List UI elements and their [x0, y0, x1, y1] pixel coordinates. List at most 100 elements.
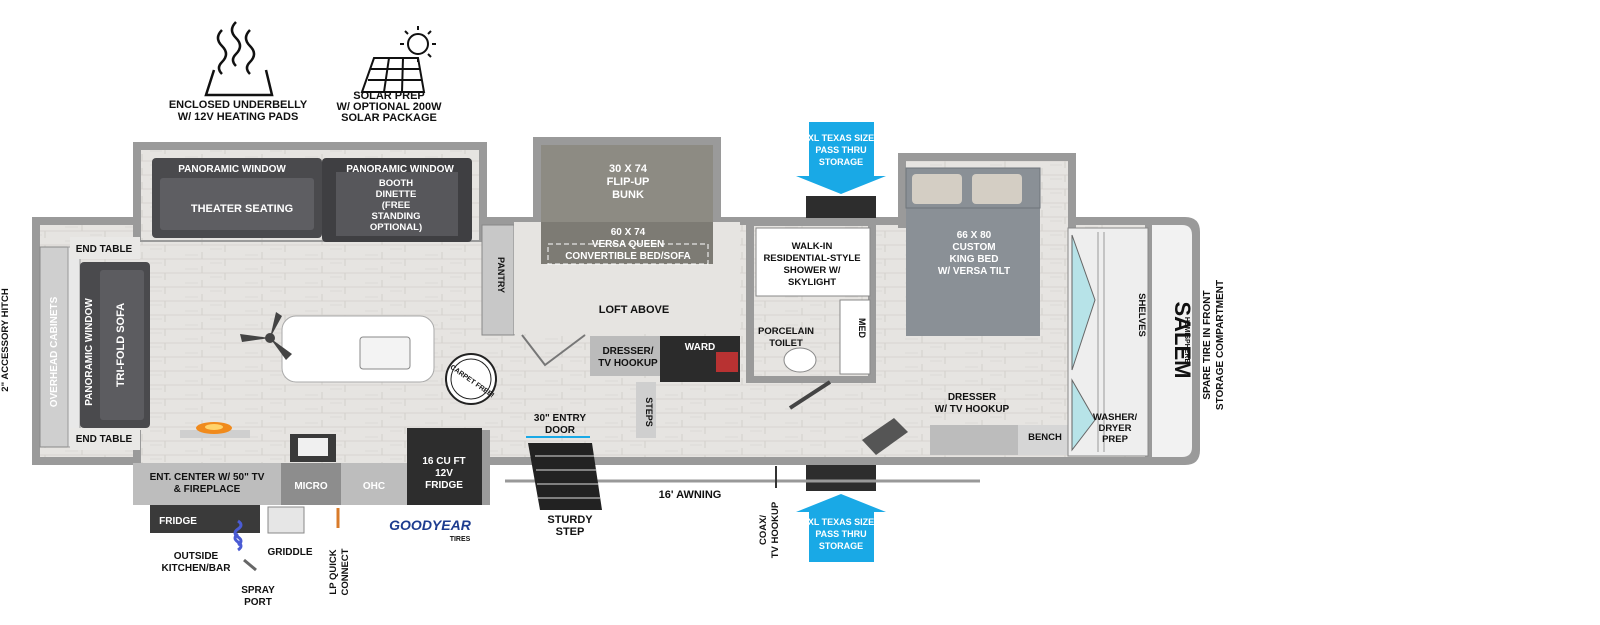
ent-center: [133, 463, 281, 505]
toilet-label-2: TOILET: [769, 338, 803, 349]
storage-door-bottom: [806, 465, 876, 491]
shower-label-2: RESIDENTIAL-STYLE: [763, 253, 860, 264]
storage-bottom-label-3: STORAGE: [819, 541, 863, 551]
versa-queen-bed: [514, 222, 740, 334]
king-bed-label-4: W/ VERSA TILT: [938, 266, 1010, 277]
brand-sub: HEMISPHERE: [1183, 317, 1190, 364]
storage-door-top: [806, 196, 876, 218]
dinette-label-4: STANDING: [372, 211, 421, 222]
bunk-label-2: FLIP-UP: [607, 176, 650, 188]
bunk-label-3: BUNK: [612, 189, 644, 201]
hitch-label: 2" ACCESSORY HITCH: [0, 288, 11, 392]
underbelly-line2: W/ 12V HEATING PADS: [178, 111, 299, 123]
bench-label: BENCH: [1028, 432, 1062, 443]
dinette-label-2: DINETTE: [376, 189, 417, 200]
washer-label-3: PREP: [1102, 434, 1129, 445]
carpet-free-badge: [445, 353, 497, 405]
storage-bottom-label-2: PASS THRU: [815, 529, 866, 539]
griddle-label: GRIDDLE: [268, 547, 313, 558]
loft-ladder: [521, 334, 586, 367]
tri-fold-sofa: [80, 262, 150, 428]
spare-tire-label-2: STORAGE COMPARTMENT: [1215, 280, 1226, 410]
king-bed: [905, 167, 1041, 336]
theater-seating: [152, 158, 322, 238]
end-table-bottom-label: END TABLE: [76, 434, 133, 445]
ceiling-fan-icon: [240, 312, 292, 360]
kitchen-island: [281, 315, 435, 383]
panoramic-window-rear: PANORAMIC WINDOW: [84, 298, 95, 406]
coax-label-2: TV HOOKUP: [770, 501, 781, 558]
solar-line1: SOLAR PREP: [353, 90, 425, 102]
fridge-label-2: 12V: [435, 468, 453, 479]
dinette-label-1: BOOTH: [379, 178, 413, 189]
solar-panel-icon: [360, 26, 436, 93]
king-bed-label-1: 66 X 80: [957, 230, 992, 241]
dresser-tv: [590, 336, 660, 376]
awning-label: 16' AWNING: [659, 489, 722, 501]
solar-line2: W/ OPTIONAL 200W: [337, 101, 443, 113]
outside-kitchen-label-1: OUTSIDE: [174, 551, 219, 562]
entry-door-label-2: DOOR: [545, 425, 576, 436]
brand-name: SALEM: [1170, 302, 1195, 379]
overhead-cabinets: [39, 246, 69, 448]
storage-arrow-top: [796, 122, 886, 194]
dinette-label-3: (FREE: [382, 200, 411, 211]
fireplace-icon: [180, 422, 250, 438]
bathroom: [746, 218, 876, 383]
storage-bottom-label-1: XL TEXAS SIZE: [808, 517, 874, 527]
lp-connect-label-2: CONNECT: [340, 548, 351, 595]
shower-label-4: SKYLIGHT: [788, 277, 836, 288]
underbelly-line1: ENCLOSED UNDERBELLY: [169, 99, 308, 111]
bedroom-dresser: [930, 425, 1018, 455]
fridge-label-1: 16 CU FT: [422, 456, 465, 467]
end-table-top-label: END TABLE: [76, 244, 133, 255]
ohc: [341, 463, 407, 505]
end-table-bottom: [70, 428, 140, 450]
refrigerator: [407, 428, 482, 505]
loft-label: LOFT ABOVE: [599, 304, 669, 316]
king-bed-label-3: KING BED: [950, 254, 999, 265]
dresser-hookup-label-1: DRESSER/: [602, 346, 653, 357]
tires-label: TIRES: [450, 536, 471, 543]
ward-label: WARD: [685, 342, 716, 353]
goodyear-logo: GOODYEAR: [389, 517, 472, 533]
sturdy-step: [528, 443, 602, 510]
outside-kitchen-label-2: KITCHEN/BAR: [162, 563, 232, 574]
ent-center-label-2: & FIREPLACE: [174, 484, 241, 495]
washer-label-1: WASHER/: [1093, 412, 1138, 423]
overhead-cabinets-label: OVERHEAD CABINETS: [49, 296, 60, 407]
shelves-label: SHELVES: [1136, 293, 1147, 337]
toilet-label-1: PORCELAIN: [758, 326, 814, 337]
ohc-label: OHC: [363, 481, 385, 492]
bedroom-door: [862, 418, 908, 455]
med-label: MED: [857, 318, 867, 339]
spray-port-label-2: PORT: [244, 597, 272, 608]
storage-top-label-3: STORAGE: [819, 157, 863, 167]
sturdy-step-label-2: STEP: [556, 526, 585, 538]
shower-label-1: WALK-IN: [792, 241, 833, 252]
storage-top-label-2: PASS THRU: [815, 145, 866, 155]
washer-label-2: DRYER: [1099, 423, 1132, 434]
rear-window: [67, 246, 81, 448]
sturdy-step-label-1: STURDY: [547, 514, 593, 526]
micro-label: MICRO: [294, 481, 328, 492]
outside-fridge-label: FRIDGE: [159, 516, 197, 527]
underbelly-heat-icon: [204, 21, 274, 97]
bunk-label-1: 30 X 74: [609, 163, 648, 175]
entry-door-label-1: 30" ENTRY: [534, 413, 586, 424]
king-bed-label-2: CUSTOM: [952, 242, 995, 253]
bench: [1018, 425, 1070, 455]
spray-port-label-1: SPRAY: [241, 585, 275, 596]
versa-bed-label-2: VERSA QUEEN: [592, 239, 664, 250]
versa-bed-label-1: 60 X 74: [611, 227, 646, 238]
sofa-label: TRI-FOLD SOFA: [115, 303, 127, 387]
panoramic-window-2: PANORAMIC WINDOW: [346, 164, 454, 175]
storage-top-label-1: XL TEXAS SIZE: [808, 133, 874, 143]
shower-label-3: SHOWER W/: [784, 265, 841, 276]
fridge-label-3: FRIDGE: [425, 480, 463, 491]
dresser-hookup-label-2: TV HOOKUP: [598, 358, 658, 369]
flip-up-bunk: [541, 145, 713, 222]
pantry: [481, 224, 515, 336]
spare-tire-label-1: SPARE TIRE IN FRONT: [1202, 290, 1213, 399]
